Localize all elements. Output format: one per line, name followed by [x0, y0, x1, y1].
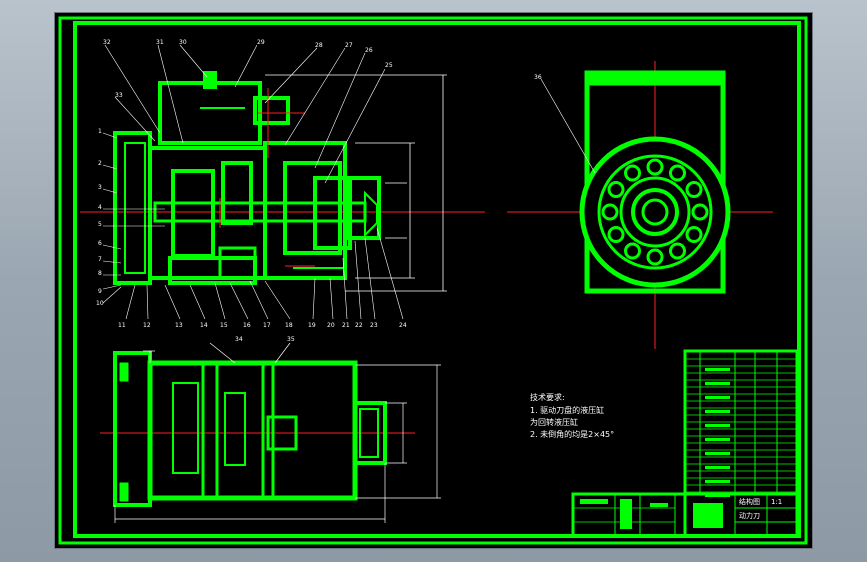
- title-block-text: 结构图 1:1 动力刀: [739, 497, 782, 520]
- callout-label: 22: [355, 322, 363, 329]
- mechanical-drawing: 32 31 30 29 28 27 26 25 33 1 2 3 4 5 6 7…: [58, 16, 808, 545]
- bolt-hole: [646, 248, 664, 266]
- callouts-bottom: 11 12 13 14 15 16 17 18 19 20 21 22 23 2…: [118, 322, 407, 329]
- callouts-top: 32 31 30 29 28 27 26 25 33: [103, 39, 393, 99]
- plan-view-dimensions: [114, 342, 441, 523]
- title-cell-c: 动力刀: [739, 511, 760, 520]
- title-cell-b: 1:1: [771, 498, 782, 506]
- callout-label: 5: [98, 221, 102, 228]
- front-view-dimensions: [265, 74, 447, 292]
- callouts-lower: 34 35: [235, 336, 295, 343]
- bolt-ring: [601, 158, 709, 266]
- callout-label: 6: [98, 240, 102, 247]
- callout-label: 12: [143, 322, 151, 329]
- callouts-left: 1 2 3 4 5 6 7 8 9 10: [96, 128, 104, 307]
- callout-label: 15: [220, 322, 228, 329]
- upper-housing: [158, 81, 262, 145]
- outer-ring: [579, 136, 731, 288]
- callout-label: 2: [98, 160, 102, 167]
- bolt-hole: [669, 242, 686, 260]
- leader-lines: [102, 44, 404, 320]
- parts-list-entry: [705, 424, 730, 427]
- callout-label: 10: [96, 300, 104, 307]
- callout-label: 21: [342, 322, 350, 329]
- title-cell-a: 结构图: [739, 497, 760, 506]
- leader-36: [540, 78, 596, 174]
- parts-list-entry: [705, 396, 730, 399]
- tech-req-heading: 技术要求:: [530, 392, 565, 402]
- bolt-hole: [691, 203, 709, 221]
- bolt-hole: [685, 181, 703, 198]
- input-flange: [113, 131, 152, 285]
- front-view-red-accents: [219, 88, 315, 267]
- bolt-hole: [685, 226, 703, 243]
- sheet-inner-border: [73, 21, 801, 538]
- callout-label: 27: [345, 42, 353, 49]
- plan-end-cap: [353, 401, 387, 465]
- callout-label: 16: [243, 322, 251, 329]
- callout-label: 28: [315, 42, 323, 49]
- callout-label: 8: [98, 270, 102, 277]
- callout-label: 24: [399, 322, 407, 329]
- callout-label: 25: [385, 62, 393, 69]
- tech-req-line-3: 2. 未倒角的均是2×45°: [530, 429, 614, 439]
- callout-label: 23: [370, 322, 378, 329]
- callout-label: 29: [257, 39, 265, 46]
- callout-label: 31: [156, 39, 164, 46]
- bolt-hole: [607, 181, 625, 198]
- callout-label: 17: [263, 322, 271, 329]
- callout-label: 3: [98, 184, 102, 191]
- callout-label: 20: [327, 322, 335, 329]
- callout-label: 33: [115, 92, 123, 99]
- callout-label: 32: [103, 39, 111, 46]
- tech-req-line-2: 为回转液压缸: [530, 417, 578, 427]
- parts-list-entry: [705, 480, 730, 483]
- end-cap: [345, 176, 381, 240]
- technical-requirements: 技术要求: 1. 驱动刀盘的液压缸 为回转液压缸 2. 未倒角的均是2×45°: [530, 392, 614, 439]
- front-section-view: [80, 71, 485, 285]
- callout-label: 9: [98, 288, 102, 295]
- callout-label: 14: [200, 322, 208, 329]
- callout-label: 18: [285, 322, 293, 329]
- bolt-hole: [624, 242, 641, 260]
- parts-list-entry: [705, 452, 730, 455]
- parts-list-entry: [705, 410, 730, 413]
- callout-label: 7: [98, 256, 102, 263]
- callout-label: 4: [98, 204, 102, 211]
- cad-viewport[interactable]: 32 31 30 29 28 27 26 25 33 1 2 3 4 5 6 7…: [54, 12, 813, 549]
- callout-label: 30: [179, 39, 187, 46]
- parts-list-entry: [705, 466, 730, 469]
- bolt-hole: [646, 158, 664, 176]
- bolt-hole: [624, 164, 641, 182]
- plan-view: [100, 351, 415, 507]
- tech-req-line-1: 1. 驱动刀盘的液压缸: [530, 405, 604, 415]
- title-block: [571, 492, 799, 538]
- callout-label: 1: [98, 128, 102, 135]
- callout-label: 19: [308, 322, 316, 329]
- callout-label: 13: [175, 322, 183, 329]
- parts-list-entry: [705, 368, 730, 371]
- callout-36: 36: [534, 74, 542, 81]
- callout-label: 26: [365, 47, 373, 54]
- callout-label: 35: [287, 336, 295, 343]
- bolt-hole: [607, 226, 625, 243]
- callout-label: 11: [118, 322, 126, 329]
- bolt-hole: [601, 203, 619, 221]
- parts-list-entry: [705, 438, 730, 441]
- parts-list-entry: [705, 382, 730, 385]
- bolt-hole: [669, 164, 686, 182]
- sheet-outer-border: [58, 16, 808, 545]
- side-view: [507, 61, 773, 349]
- callout-label: 34: [235, 336, 243, 343]
